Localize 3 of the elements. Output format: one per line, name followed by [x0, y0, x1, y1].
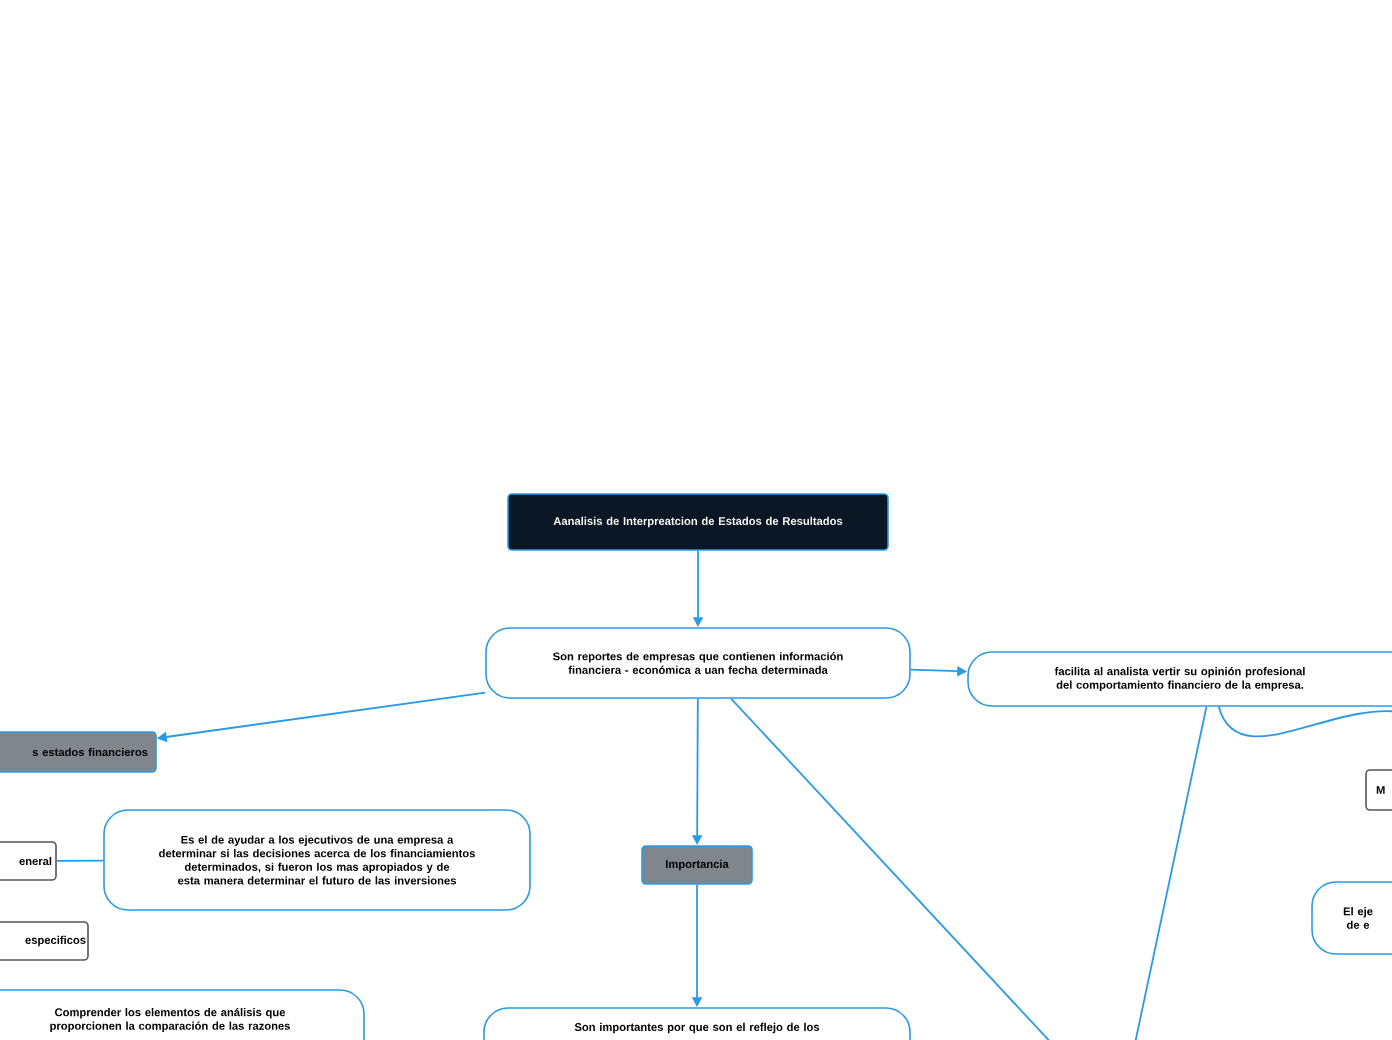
- connector: [1133, 705, 1208, 1040]
- connector: [1217, 705, 1392, 738]
- connector: [55, 859, 105, 862]
